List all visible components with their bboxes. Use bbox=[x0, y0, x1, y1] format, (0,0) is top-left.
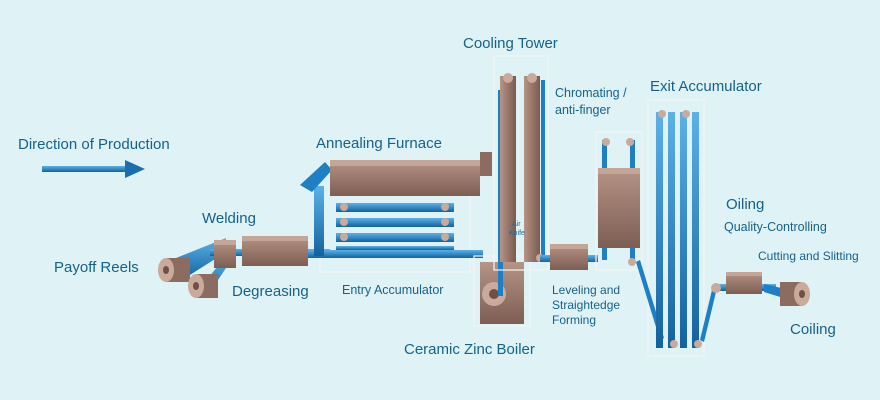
chromating-unit bbox=[595, 131, 643, 271]
cooling-tower-label: Cooling Tower bbox=[463, 35, 558, 52]
payoff-reels bbox=[158, 238, 226, 298]
entry-accumulator-label: Entry Accumulator bbox=[342, 283, 444, 297]
chromating-label-line1: Chromating / bbox=[555, 86, 627, 100]
coiling-label: Coiling bbox=[790, 321, 836, 338]
exit-accumulator-label: Exit Accumulator bbox=[650, 78, 762, 95]
air-knife-label-line2: Knife bbox=[509, 230, 525, 237]
annealing-furnace bbox=[300, 152, 492, 250]
leveling-unit bbox=[540, 244, 598, 270]
leveling-label-line3: Forming bbox=[552, 313, 597, 327]
cooling-tower bbox=[493, 55, 549, 271]
exit-accumulator bbox=[636, 99, 716, 357]
leveling-label-line2: Straightedge bbox=[552, 298, 621, 312]
degreasing-label: Degreasing bbox=[232, 283, 309, 300]
direction-label: Direction of Production bbox=[18, 136, 170, 153]
ceramic-zinc-boiler-label: Ceramic Zinc Boiler bbox=[404, 341, 535, 358]
annealing-furnace-label: Annealing Furnace bbox=[316, 135, 442, 152]
welding-unit bbox=[214, 240, 236, 268]
welding-label: Welding bbox=[202, 210, 256, 227]
air-knife-label-line1: Air bbox=[512, 221, 521, 228]
quality-controlling-label: Quality-Controlling bbox=[724, 220, 827, 234]
leveling-label-line1: Leveling and bbox=[552, 283, 621, 297]
chromating-label-line2: anti-finger bbox=[555, 103, 611, 117]
cutting-slitting-label: Cutting and Slitting bbox=[758, 249, 859, 263]
oiling-label: Oiling bbox=[726, 196, 765, 213]
direction-arrow bbox=[42, 160, 145, 178]
coiling-reel bbox=[764, 282, 810, 306]
oiling-cutting-unit bbox=[711, 272, 776, 294]
payoff-reels-label: Payoff Reels bbox=[54, 259, 139, 276]
degreasing-unit bbox=[242, 236, 308, 266]
